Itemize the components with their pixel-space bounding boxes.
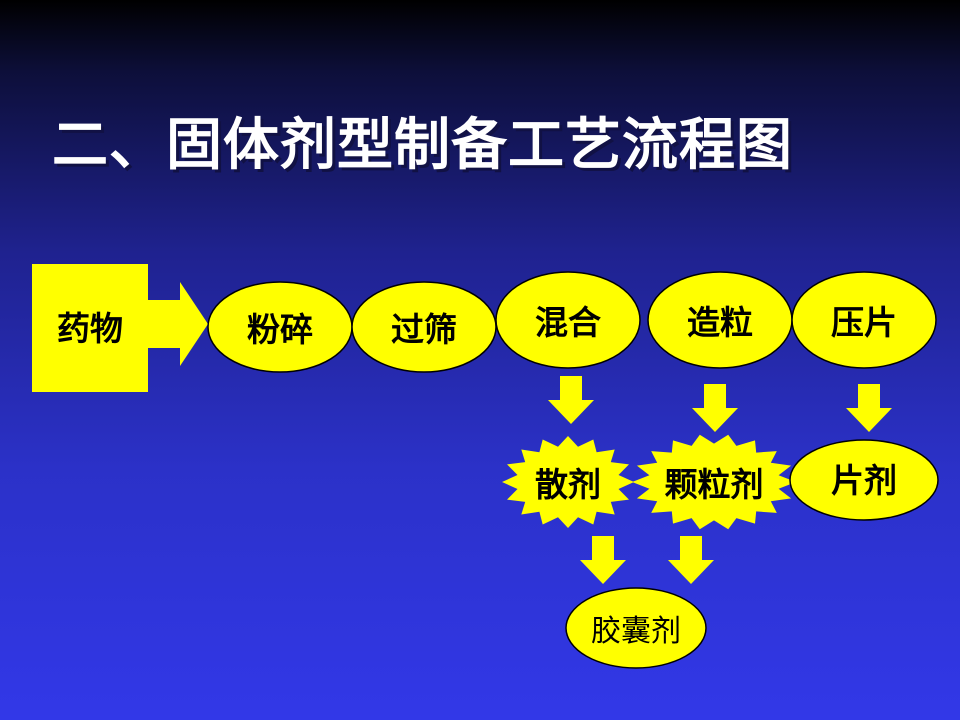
node-powder-starburst — [502, 436, 634, 528]
arrow-press-to-tablet — [846, 384, 892, 432]
node-capsule-label: 胶囊剂 — [591, 614, 681, 649]
node-tablet-ellipse — [789, 439, 939, 521]
arrow-mix-to-powder — [548, 376, 594, 424]
node-crush-label: 粉碎 — [247, 310, 313, 349]
arrow-granules-to-capsule — [668, 536, 714, 584]
node-sieve-label: 过筛 — [391, 310, 457, 349]
node-tablet-label: 片剂 — [831, 461, 897, 500]
arrow-drug-to-crush — [148, 282, 208, 366]
page-title: 二、固体剂型制备工艺流程图 — [52, 113, 793, 178]
node-mix-label: 混合 — [535, 303, 601, 342]
arrow-powder-to-capsule — [580, 536, 626, 584]
node-press-label: 压片 — [831, 303, 897, 342]
node-granules-label: 颗粒剂 — [664, 465, 764, 504]
node-capsule-ellipse — [565, 587, 707, 669]
node-granulate-label: 造粒 — [687, 303, 753, 342]
node-mix-ellipse — [495, 271, 641, 369]
node-drug-label: 药物 — [57, 309, 123, 348]
arrow-granulate-to-granules — [692, 384, 738, 432]
node-press-ellipse — [791, 271, 937, 369]
node-powder-label: 散剂 — [535, 465, 601, 504]
node-granules-starburst — [632, 434, 796, 530]
node-drug-box — [32, 264, 148, 392]
